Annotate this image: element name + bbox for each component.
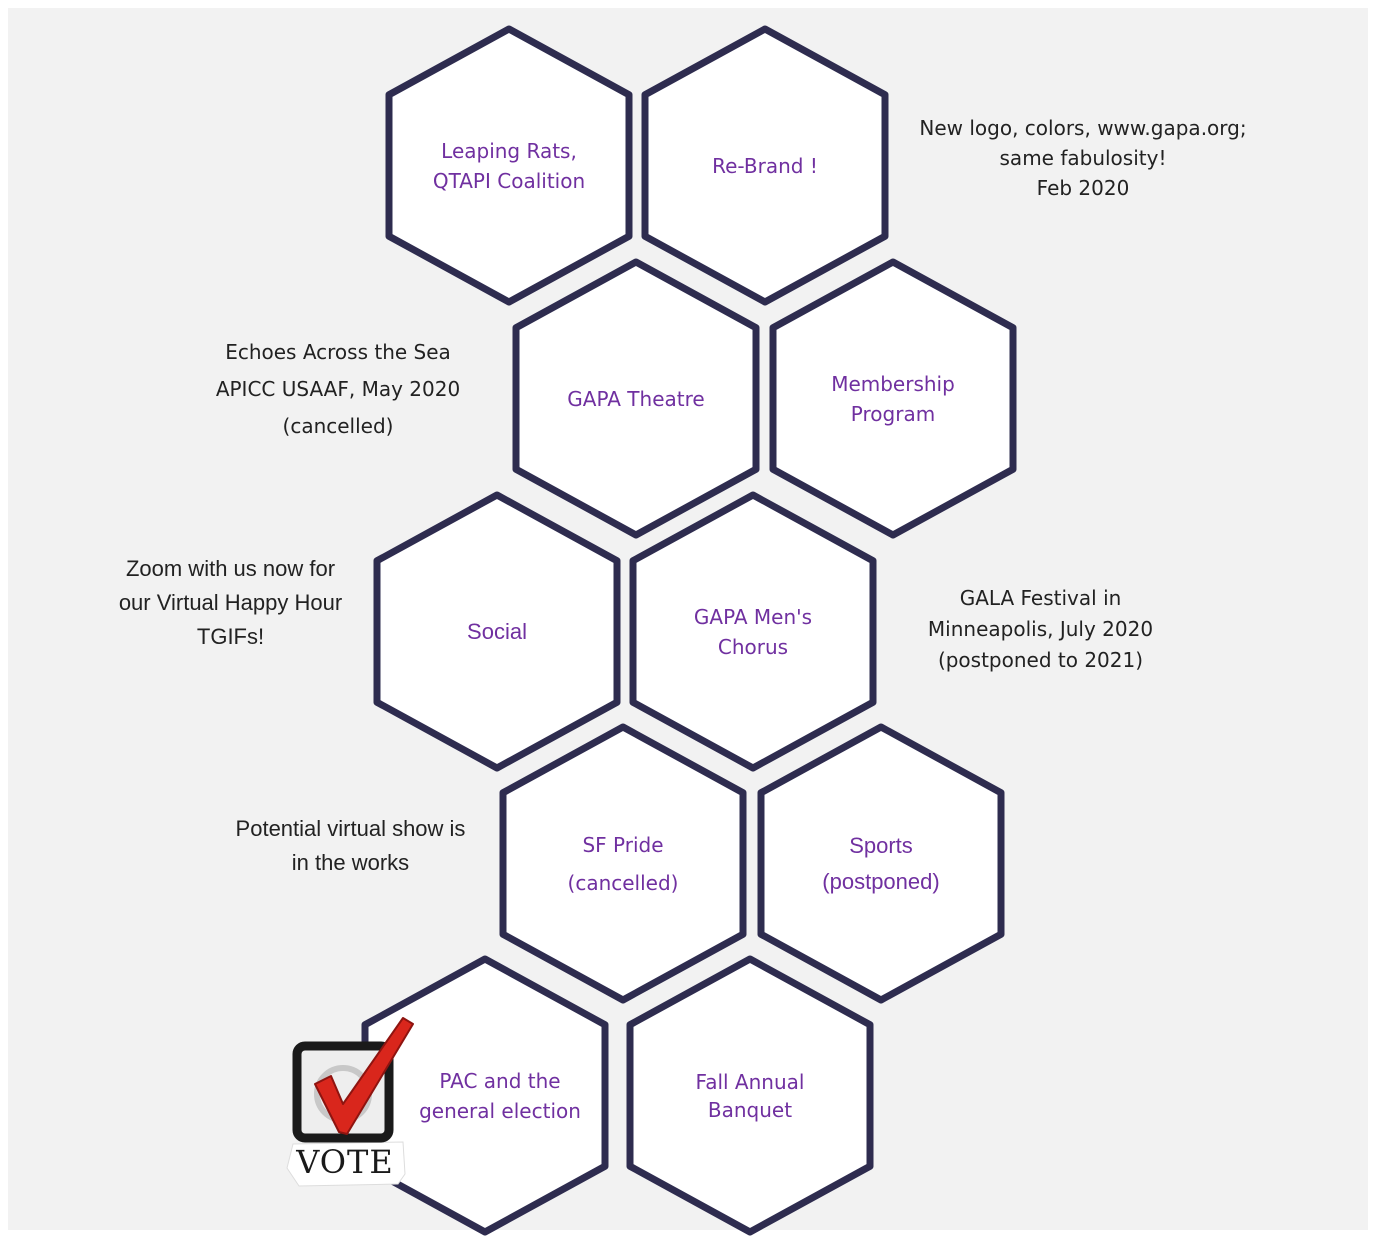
hexagon-shape <box>757 723 1005 1004</box>
hexagon-shape <box>499 723 747 1004</box>
note-gala: GALA Festival in Minneapolis, July 2020 … <box>927 586 1154 672</box>
hexagon-outline <box>629 491 877 772</box>
hexagon-label: SF Pride (cancelled) <box>567 832 679 895</box>
hexagon-gapa-theatre: GAPA Theatre <box>511 257 761 540</box>
hexagon-shape <box>361 955 609 1236</box>
hexagon-shape <box>626 955 874 1236</box>
hexagon-outline <box>512 258 760 539</box>
hexagon-label: Fall Annual Banquet <box>695 1069 805 1122</box>
hexagon-outline <box>499 723 747 1004</box>
note-show: Potential virtual show is in the works <box>235 816 466 875</box>
hexagon-label: Membership Program <box>831 371 955 426</box>
hexagon-membership-program: Membership Program <box>768 257 1018 540</box>
hexagon-re-brand: Re-Brand ! <box>640 24 890 307</box>
hexagon-outline <box>757 723 1005 1004</box>
hexagon-mens-chorus: GAPA Men's Chorus <box>628 490 878 773</box>
vote-badge-graphic: VOTE <box>286 1017 414 1187</box>
hexagon-label: PAC and the general election <box>419 1068 581 1123</box>
hexagon-outline <box>641 25 889 306</box>
hexagon-pac-election: PAC and the general election <box>360 954 610 1237</box>
hexagon-shape <box>629 491 877 772</box>
hexagon-label: GAPA Men's Chorus <box>693 604 813 659</box>
hexagon-shape <box>512 258 760 539</box>
hexagon-outline <box>385 25 633 306</box>
hexagon-shape <box>641 25 889 306</box>
hexagon-outline <box>361 955 609 1236</box>
hexagon-label: Leaping Rats, QTAPI Coalition <box>432 138 586 193</box>
hexagon-label: Social <box>467 618 527 644</box>
hexagon-outline <box>626 955 874 1236</box>
vote-text: VOTE <box>295 1143 393 1181</box>
checkmark-icon <box>314 1017 414 1135</box>
hexagon-shape <box>385 25 633 306</box>
note-rebrand: New logo, colors, www.gapa.org; same fab… <box>919 116 1247 200</box>
hexagon-outline <box>373 491 621 772</box>
vote-badge: VOTE <box>285 1016 415 1191</box>
hexagon-label: Re-Brand ! <box>712 153 818 178</box>
hexagon-fall-banquet: Fall Annual Banquet <box>625 954 875 1237</box>
hexagon-label: GAPA Theatre <box>567 386 705 411</box>
hexagon-leaping-rats: Leaping Rats, QTAPI Coalition <box>384 24 634 307</box>
hexagon-label: Sports (postponed) <box>822 832 940 894</box>
note-zoom: Zoom with us now for our Virtual Happy H… <box>118 556 343 649</box>
hexagon-outline <box>769 258 1017 539</box>
vote-card <box>286 1141 406 1187</box>
hexagon-sf-pride: SF Pride (cancelled) <box>498 722 748 1005</box>
checkbox-icon <box>292 1041 394 1143</box>
hexagon-social: Social <box>372 490 622 773</box>
hexagon-sports: Sports (postponed) <box>756 722 1006 1005</box>
diagram-canvas: Leaping Rats, QTAPI Coalition Re-Brand !… <box>8 8 1368 1236</box>
hexagon-shape <box>769 258 1017 539</box>
note-echoes: Echoes Across the Sea APICC USAAF, May 2… <box>215 340 461 438</box>
hexagon-shape <box>373 491 621 772</box>
